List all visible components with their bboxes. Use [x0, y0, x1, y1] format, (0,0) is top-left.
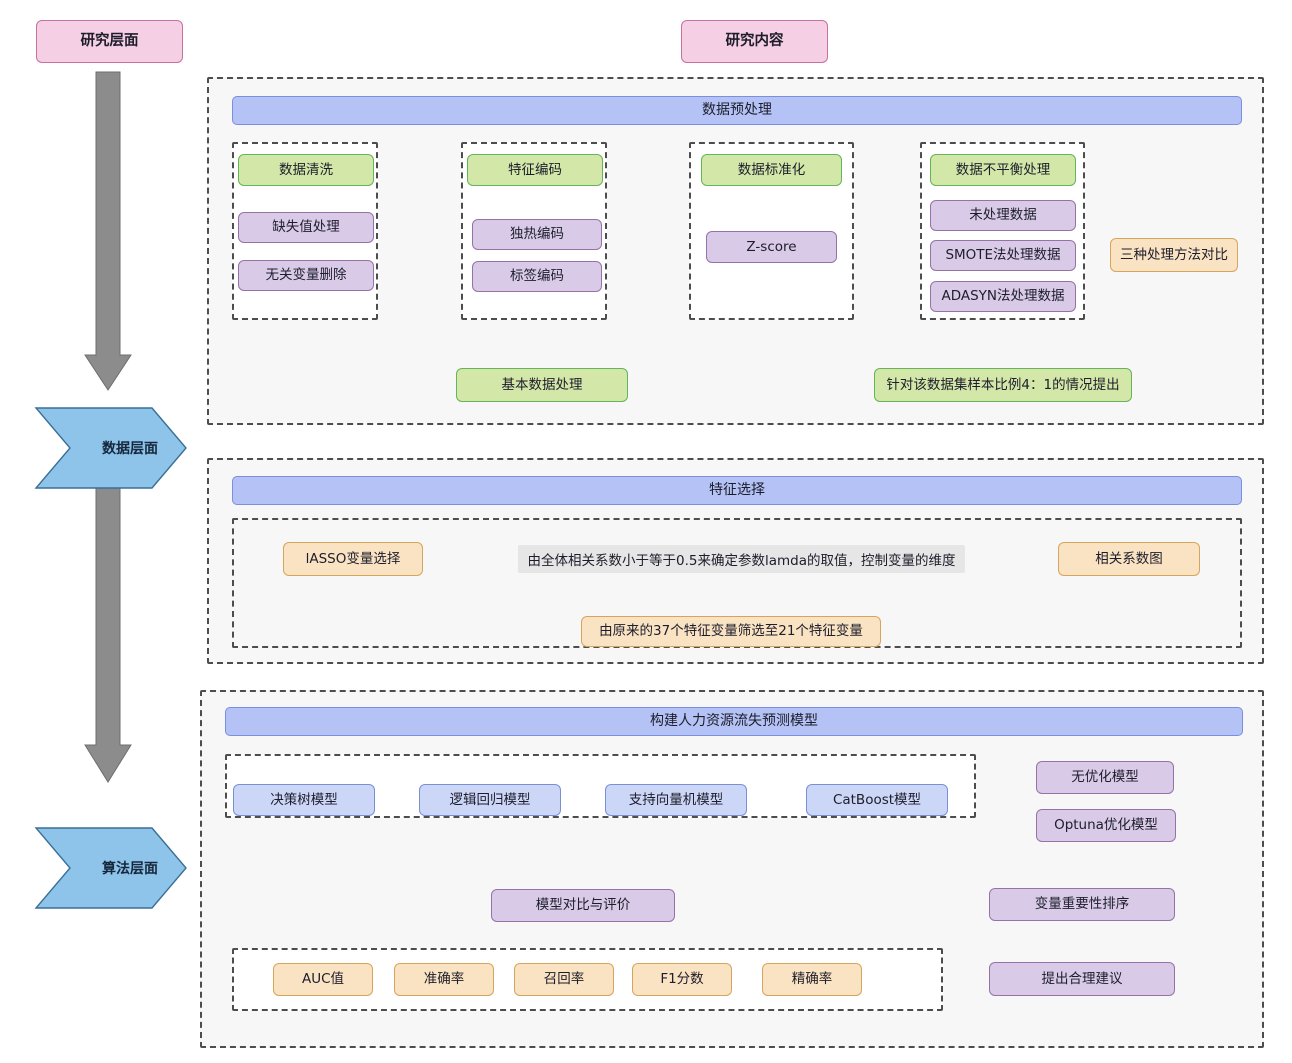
metric-accuracy[interactable]: 准确率: [394, 963, 494, 996]
node-zscore[interactable]: Z-score: [706, 231, 837, 263]
metric-recall[interactable]: 召回率: [514, 963, 614, 996]
node-three-method-comparison[interactable]: 三种处理方法对比: [1110, 238, 1238, 272]
metric-auc[interactable]: AUC值: [273, 963, 373, 996]
group-head-imbalance[interactable]: 数据不平衡处理: [930, 154, 1076, 186]
node-svm-model[interactable]: 支持向量机模型: [605, 784, 747, 816]
node-smote-data[interactable]: SMOTE法处理数据: [930, 240, 1076, 271]
node-label-encoding[interactable]: 标签编码: [472, 261, 602, 292]
node-optuna-optimized-model[interactable]: Optuna优化模型: [1036, 809, 1176, 842]
page-title-research-level: 研究层面: [36, 20, 183, 63]
node-catboost-model[interactable]: CatBoost模型: [806, 784, 948, 816]
group-head-standardization[interactable]: 数据标准化: [701, 154, 842, 186]
group-head-data-cleaning[interactable]: 数据清洗: [238, 154, 374, 186]
page-title-research-content: 研究内容: [681, 20, 828, 63]
metric-precision[interactable]: 精确率: [762, 963, 862, 996]
node-untreated-data[interactable]: 未处理数据: [930, 200, 1076, 231]
down-arrow-icon: [84, 479, 132, 783]
node-feature-reduction-result[interactable]: 由原来的37个特征变量筛选至21个特征变量: [581, 616, 881, 647]
node-basic-data-processing[interactable]: 基本数据处理: [456, 368, 628, 402]
node-decision-tree-model[interactable]: 决策树模型: [233, 784, 375, 816]
node-variable-importance-ranking[interactable]: 变量重要性排序: [989, 888, 1175, 921]
node-logistic-regression-model[interactable]: 逻辑回归模型: [419, 784, 561, 816]
node-adasyn-data[interactable]: ADASYN法处理数据: [930, 281, 1076, 312]
chevron-label: 数据层面: [102, 441, 158, 457]
node-correlation-map[interactable]: 相关系数图: [1058, 542, 1200, 576]
note-lamda-threshold: 由全体相关系数小于等于0.5来确定参数lamda的取值，控制变量的维度: [518, 545, 965, 573]
chevron-label: 算法层面: [102, 861, 158, 877]
sidebar-item-algorithm-level[interactable]: 算法层面: [80, 858, 180, 878]
node-reasonable-advice[interactable]: 提出合理建议: [989, 962, 1175, 996]
node-lasso-selection[interactable]: lASSO变量选择: [283, 542, 423, 576]
sidebar-item-data-level[interactable]: 数据层面: [80, 438, 180, 458]
section-title-preprocessing: 数据预处理: [232, 96, 1242, 125]
feature-selection-inner-panel: [232, 518, 1242, 648]
section-title-modeling: 构建人力资源流失预测模型: [225, 707, 1243, 736]
section-preprocessing: [207, 77, 1264, 425]
node-ratio-note[interactable]: 针对该数据集样本比例4：1的情况提出: [874, 368, 1132, 402]
node-model-comparison-evaluation[interactable]: 模型对比与评价: [491, 889, 675, 922]
node-onehot-encoding[interactable]: 独热编码: [472, 219, 602, 250]
node-no-optimization-model[interactable]: 无优化模型: [1036, 761, 1174, 794]
metric-f1[interactable]: F1分数: [632, 963, 732, 996]
node-missing-value[interactable]: 缺失值处理: [238, 212, 374, 243]
group-head-feature-encoding[interactable]: 特征编码: [467, 154, 603, 186]
down-arrow-icon: [84, 71, 132, 391]
section-title-feature-selection: 特征选择: [232, 476, 1242, 505]
node-remove-irrelevant[interactable]: 无关变量删除: [238, 260, 374, 291]
